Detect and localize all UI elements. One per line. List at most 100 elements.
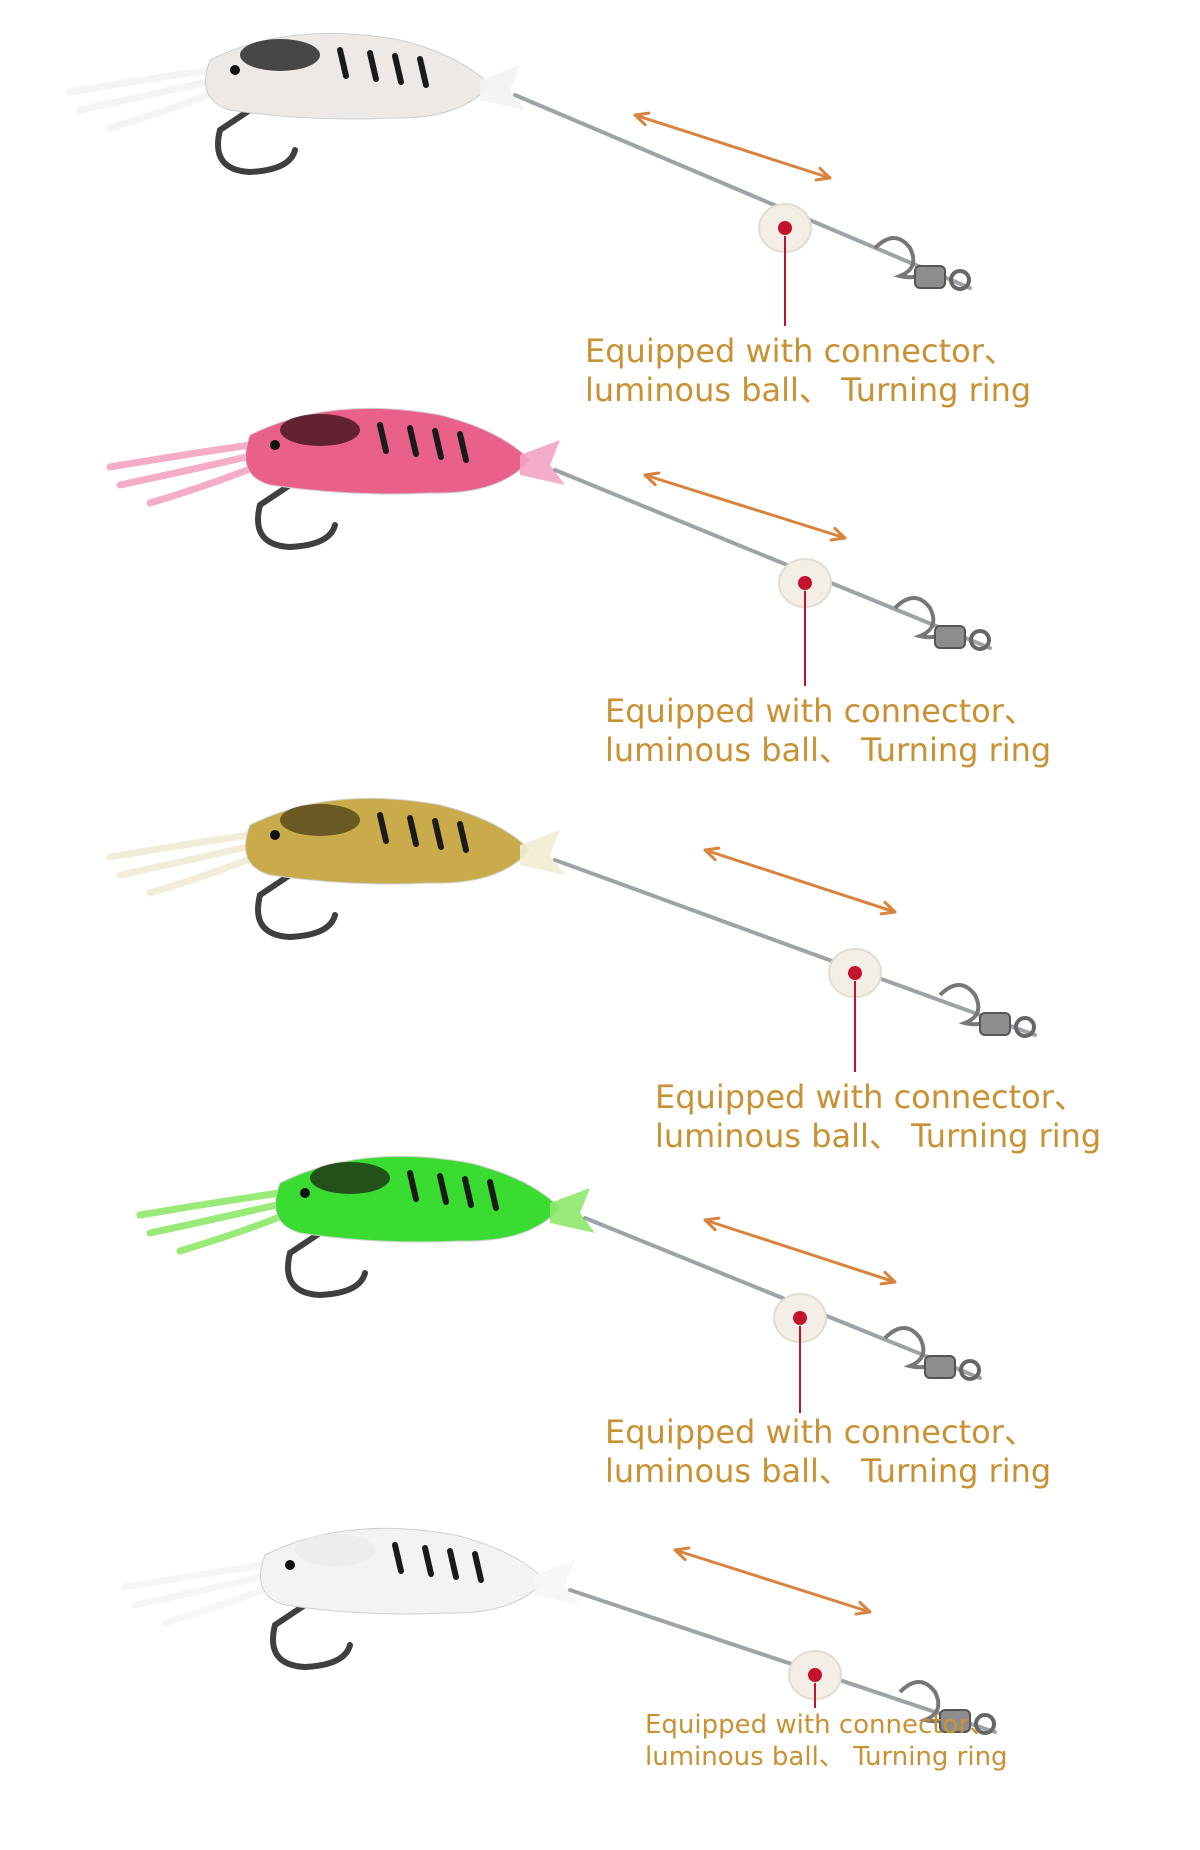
swivel-barrel (979, 1012, 1011, 1036)
shrimp-stripe (472, 1551, 484, 1583)
lure-black-white: Equipped with connector、 luminous ball、 … (0, 10, 1200, 409)
lure-clear-white: Equipped with connector、 luminous ball、 … (0, 1490, 1200, 1850)
shrimp-lure (106, 797, 565, 941)
shrimp-tail (550, 1188, 595, 1233)
movement-arrow (674, 1548, 871, 1614)
lure-pink: Equipped with connector、 luminous ball、 … (0, 370, 1200, 769)
shrimp-stripe (407, 425, 419, 457)
fishing-hook (285, 1210, 368, 1299)
luminous-ball-dot (793, 1311, 807, 1325)
antenna-line (76, 76, 219, 114)
movement-arrow (644, 473, 846, 540)
caption-line-2: luminous ball、 Turning ring (585, 371, 1032, 410)
leader-wire (553, 468, 992, 650)
caption-line-1: Equipped with connector、 (605, 1413, 1036, 1451)
shrimp-stripe (367, 50, 379, 82)
shrimp-tail (520, 440, 565, 485)
shrimp-stripe (437, 1173, 449, 1205)
shrimp-head-mark (280, 414, 360, 446)
antenna-line (121, 1561, 269, 1591)
turning-ring (1014, 1016, 1036, 1038)
shrimp-head-mark (240, 39, 320, 71)
arrow-head (633, 111, 832, 182)
shrimp-stripe (422, 1545, 434, 1577)
feature-caption: Equipped with connector、 luminous ball、 … (585, 332, 1031, 410)
shrimp-stripe (447, 1548, 459, 1580)
shrimp-head-mark (280, 804, 360, 836)
shrimp-stripe (432, 818, 444, 850)
lure-illustration (121, 1527, 997, 1735)
antenna-line (106, 441, 254, 471)
shrimp-stripe (407, 815, 419, 847)
arrow-head (673, 1546, 872, 1616)
feature-caption: Equipped with connector、 luminous ball、 … (645, 1710, 1008, 1773)
caption-line-1: Equipped with connector、 (585, 332, 1016, 370)
turning-ring (974, 1713, 996, 1735)
fishing-hook (255, 462, 338, 551)
lure-illustration (106, 797, 1037, 1072)
shrimp-antennae (106, 831, 264, 897)
luminous-ball-dot (778, 221, 792, 235)
antenna-line (131, 1571, 274, 1609)
shrimp-head-mark (295, 1534, 375, 1566)
caption-line-2: luminous ball、 Turning ring (645, 1741, 1008, 1772)
shrimp-antennae (106, 441, 264, 507)
leader-wire (513, 93, 972, 290)
shrimp-eye (270, 440, 280, 450)
turning-ring (949, 269, 971, 291)
swivel-barrel (914, 265, 946, 289)
shrimp-eye (285, 1560, 295, 1570)
antenna-line (116, 841, 259, 879)
caption-line-1: Equipped with connector、 (655, 1078, 1086, 1116)
lure-illustration (136, 1155, 982, 1413)
lure-yellow: Equipped with connector、 luminous ball、 … (0, 760, 1200, 1155)
antenna-line (106, 831, 254, 861)
shrimp-stripe (487, 1179, 499, 1211)
shrimp-stripe (392, 1542, 404, 1574)
turning-ring (969, 629, 991, 651)
caption-line-1: Equipped with connector、 (645, 1710, 996, 1740)
antenna-line (161, 1581, 279, 1627)
shrimp-stripe (392, 53, 404, 85)
lure-illustration (66, 32, 972, 326)
movement-arrow (704, 1218, 896, 1284)
feature-caption: Equipped with connector、 luminous ball、 … (605, 692, 1051, 770)
feature-caption: Equipped with connector、 luminous ball、 … (655, 1078, 1101, 1156)
arrow-head (703, 846, 897, 916)
arrow-head (643, 471, 847, 542)
shrimp-stripe (462, 1176, 474, 1208)
shrimp-lure (121, 1527, 580, 1671)
antenna-line (106, 86, 224, 132)
swivel-barrel (934, 625, 966, 649)
shrimp-stripe (337, 47, 349, 79)
arrow-head (703, 1216, 897, 1286)
feature-caption: Equipped with connector、 luminous ball、 … (605, 1413, 1051, 1491)
lure-green: Equipped with connector、 luminous ball、 … (0, 1125, 1200, 1490)
shrimp-tail (480, 65, 525, 110)
luminous-ball-dot (848, 966, 862, 980)
antenna-line (146, 851, 264, 897)
antenna-line (146, 461, 264, 507)
swivel-barrel (939, 1709, 971, 1733)
shrimp-antennae (136, 1189, 294, 1255)
swivel-barrel (924, 1355, 956, 1379)
antenna-line (116, 451, 259, 489)
shrimp-eye (300, 1188, 310, 1198)
leader-wire (568, 1588, 997, 1734)
fishing-hook (255, 852, 338, 941)
turning-ring (959, 1359, 981, 1381)
fishing-hook (270, 1582, 353, 1671)
antenna-line (66, 66, 214, 96)
shrimp-eye (230, 65, 240, 75)
shrimp-stripe (377, 812, 389, 844)
antenna-line (136, 1189, 284, 1219)
caption-line-1: Equipped with connector、 (605, 692, 1036, 730)
shrimp-antennae (66, 66, 224, 132)
luminous-ball-dot (798, 576, 812, 590)
shrimp-lure (136, 1155, 595, 1299)
shrimp-tail (520, 830, 565, 875)
movement-arrow (704, 848, 896, 914)
lure-illustration (106, 407, 992, 686)
caption-line-2: luminous ball、 Turning ring (605, 731, 1052, 770)
movement-arrow (634, 113, 831, 180)
